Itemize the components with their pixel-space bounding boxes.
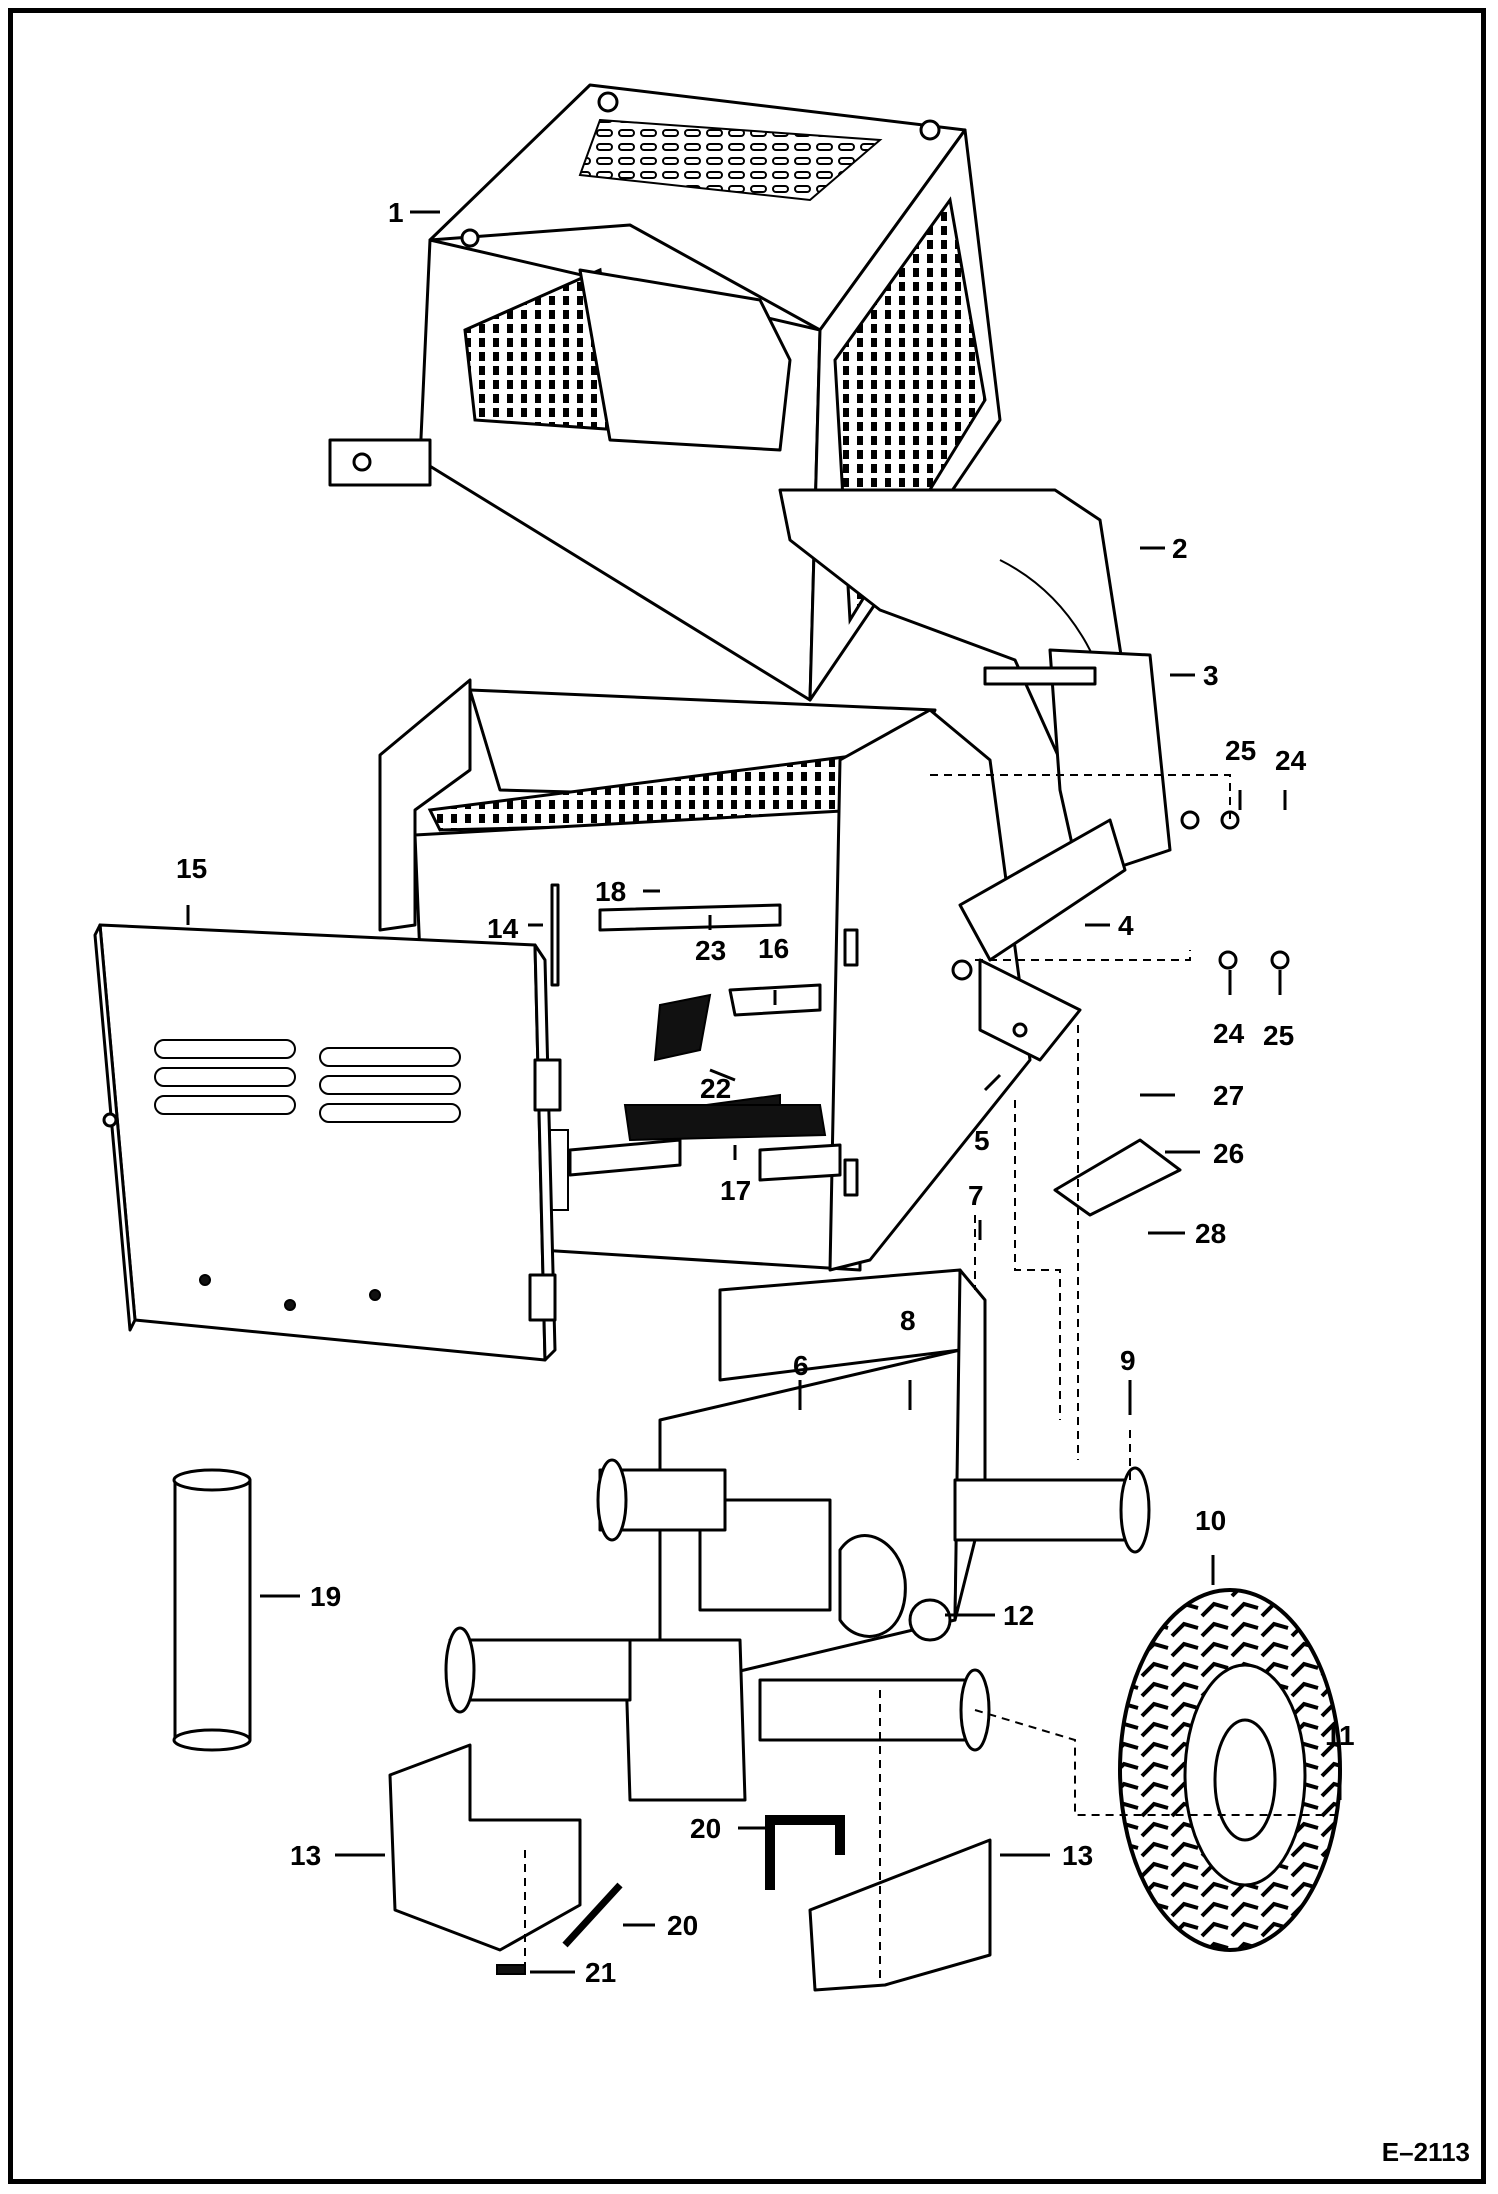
callout-1: 1 (388, 197, 404, 228)
callout-25-upper: 25 (1225, 735, 1256, 766)
callout-12: 12 (1003, 1600, 1034, 1631)
callout-10: 10 (1195, 1505, 1226, 1536)
callout-19: 19 (310, 1581, 341, 1612)
callout-9: 9 (1120, 1345, 1136, 1376)
side-guards (388, 1743, 992, 1992)
callout-2: 2 (1172, 533, 1188, 564)
pins (496, 1815, 845, 1975)
callout-27: 27 (1213, 1080, 1244, 1111)
callout-labels: 1 2 3 4 5 6 7 8 9 10 11 12 13 13 14 15 1… (176, 197, 1355, 1988)
plate (1053, 1138, 1182, 1217)
callout-22: 22 (700, 1073, 731, 1104)
callout-15: 15 (176, 853, 207, 884)
callout-4: 4 (1118, 910, 1134, 941)
callout-13-left: 13 (290, 1840, 321, 1871)
callout-7: 7 (968, 1180, 984, 1211)
callout-6: 6 (793, 1350, 809, 1381)
callout-20-lower: 20 (667, 1910, 698, 1941)
tube-part (172, 1468, 252, 1752)
callout-14: 14 (487, 913, 519, 944)
operator-cab (418, 83, 1002, 702)
callout-16: 16 (758, 933, 789, 964)
callout-18: 18 (595, 876, 626, 907)
figure-code: E–2113 (1381, 2137, 1470, 2167)
drawing-frame (8, 8, 1486, 2184)
cab-side-bracket (328, 438, 1137, 762)
callout-25-lower: 25 (1263, 1020, 1294, 1051)
callout-28: 28 (1195, 1218, 1226, 1249)
callout-17: 17 (720, 1175, 751, 1206)
axle-assembly (444, 1268, 1151, 1802)
callout-3: 3 (1203, 660, 1219, 691)
callout-20-upper: 20 (690, 1813, 721, 1844)
callout-11: 11 (1325, 1720, 1355, 1751)
callout-leaders (186, 210, 1342, 1974)
callout-13-right: 13 (1062, 1840, 1093, 1871)
callout-23: 23 (695, 935, 726, 966)
callout-26: 26 (1213, 1138, 1244, 1169)
callout-24-upper: 24 (1275, 745, 1307, 776)
dashed-leaders (524, 774, 1340, 1985)
rear-door (93, 883, 562, 1362)
callout-24-lower: 24 (1213, 1018, 1245, 1049)
callout-8: 8 (900, 1305, 916, 1336)
callout-5: 5 (974, 1125, 990, 1156)
tire (1118, 1588, 1342, 1952)
callout-21: 21 (585, 1957, 616, 1988)
